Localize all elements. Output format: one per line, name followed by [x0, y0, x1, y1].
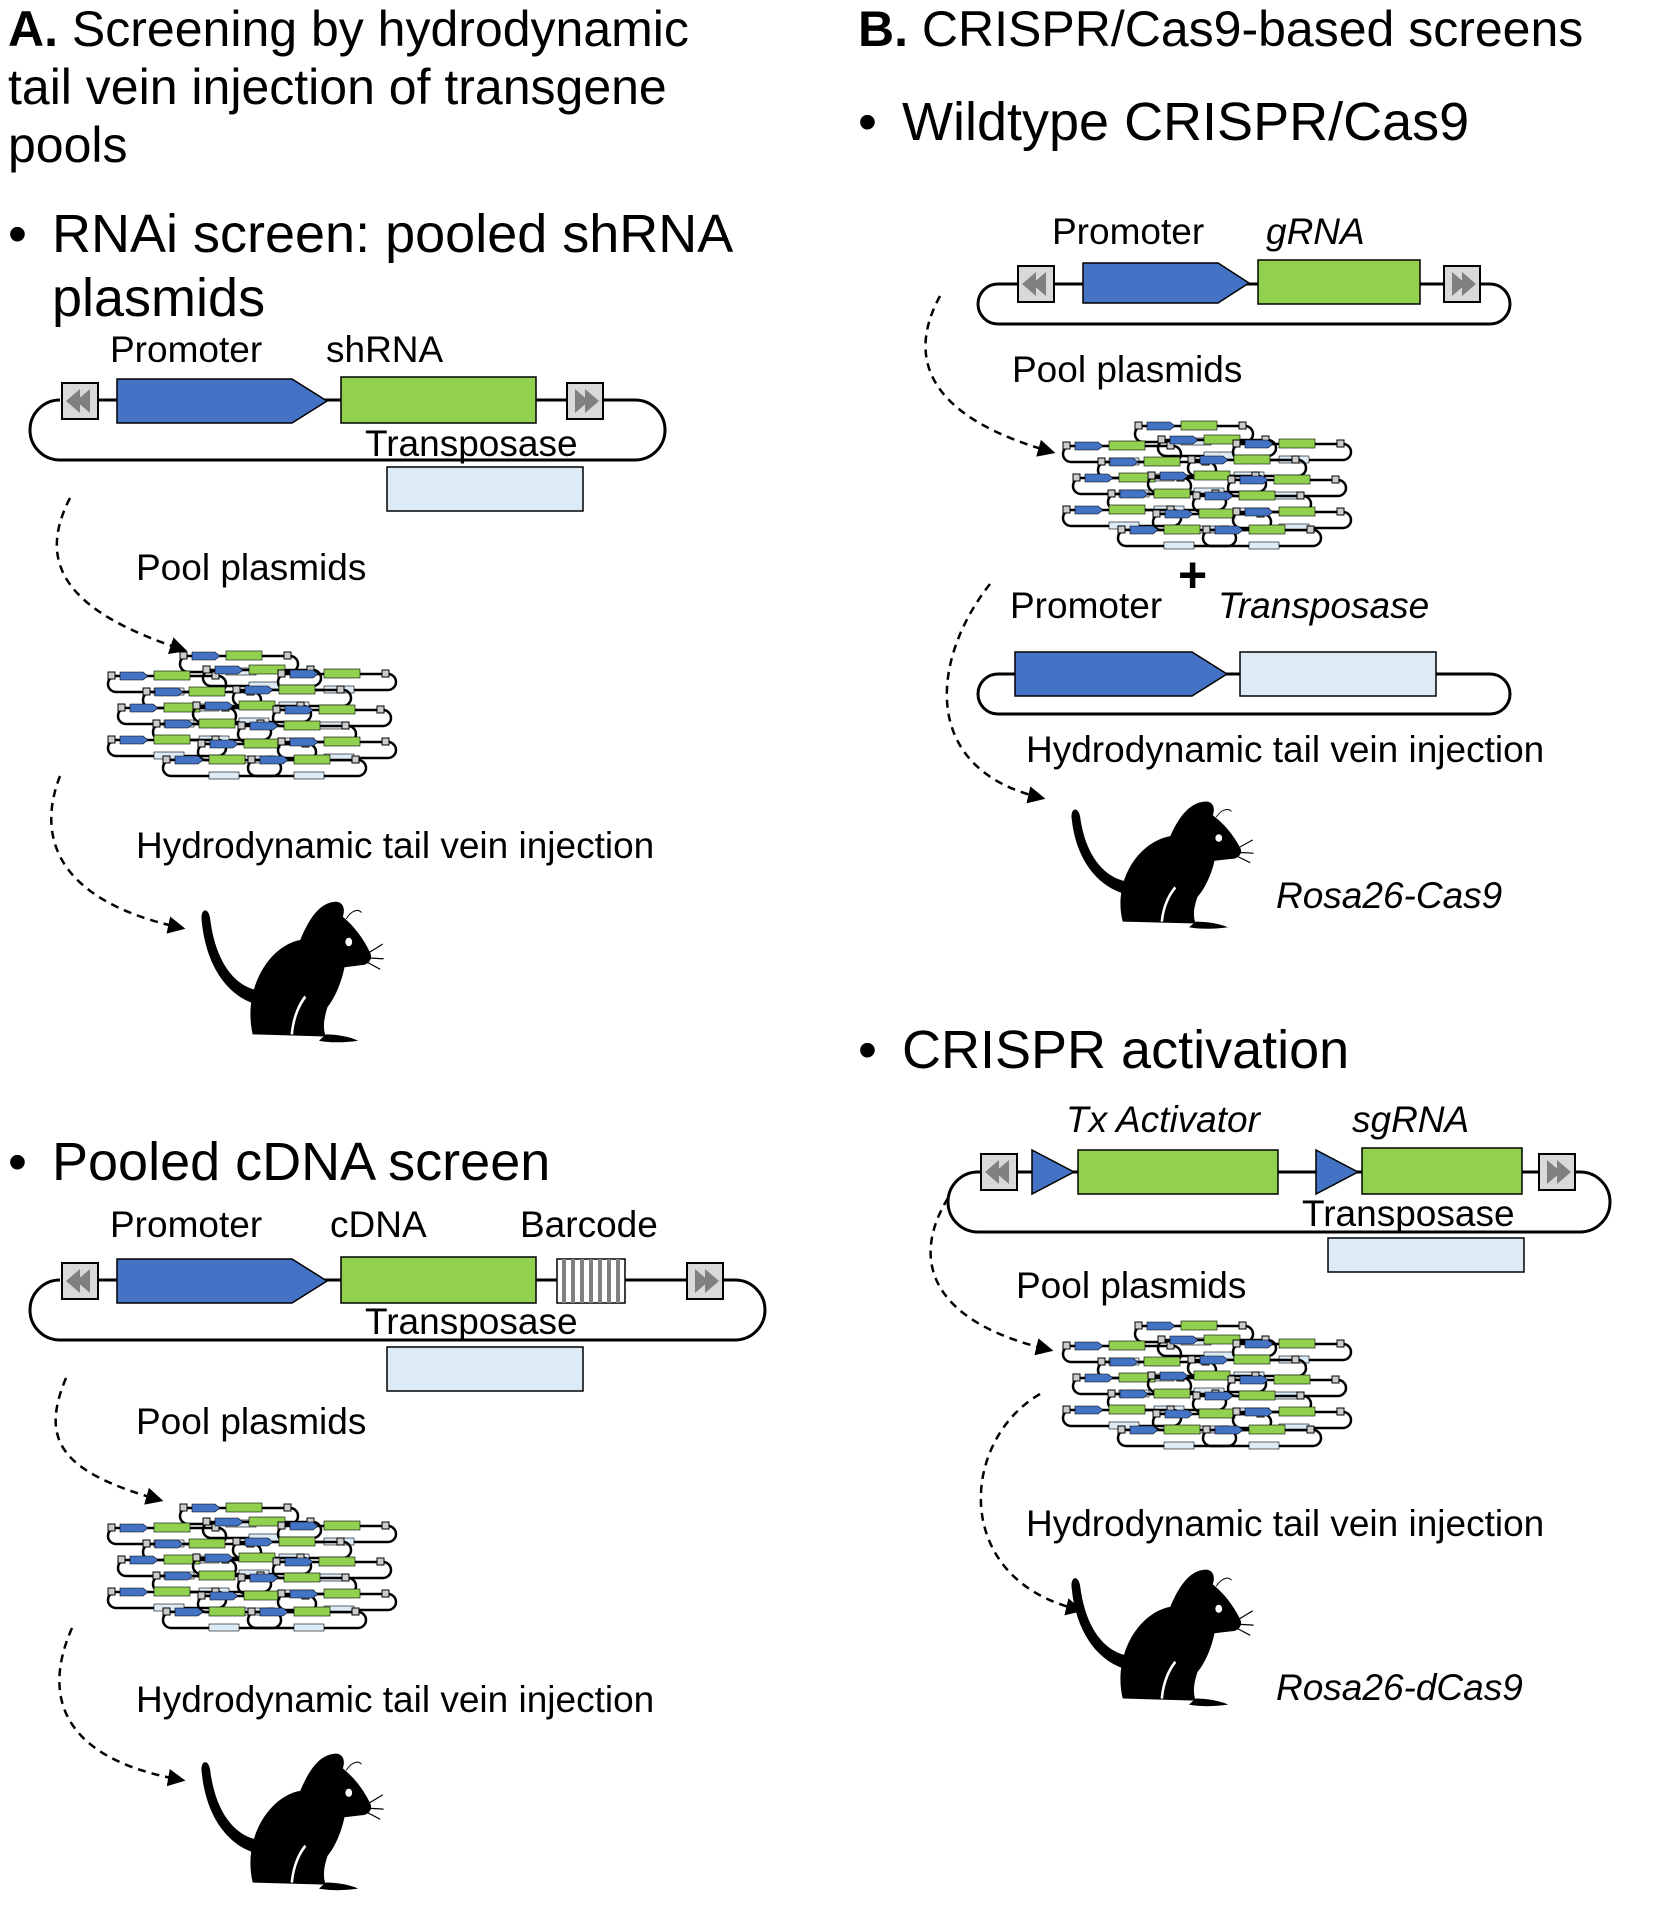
- cdna-barcode-label: Barcode: [520, 1204, 658, 1245]
- panel-a-letter: A.: [8, 1, 58, 57]
- wildtype-transposase-label: Transposase: [1218, 585, 1429, 626]
- transposase-box: [1239, 651, 1437, 697]
- activation-injection-label: Hydrodynamic tail vein injection: [1026, 1503, 1544, 1544]
- rnai-bullet: •: [8, 204, 27, 264]
- wildtype-plasmid: [976, 259, 1512, 326]
- cdna-promoter-label: Promoter: [110, 1204, 262, 1245]
- wildtype-grna-label: gRNA: [1266, 211, 1365, 252]
- rnai-transposase-label: Transposase: [365, 423, 578, 464]
- cdna-bullet: •: [8, 1132, 27, 1192]
- activation-heading: CRISPR activation: [902, 1020, 1349, 1080]
- wildtype-promoter-arrow: [1082, 262, 1251, 304]
- panel-a-title-line3: pools: [8, 117, 128, 173]
- panel-b-title: B. CRISPR/Cas9-based screens: [858, 1, 1583, 57]
- rnai-pool-label: Pool plasmids: [136, 547, 366, 588]
- wildtype-promoter2-label: Promoter: [1010, 585, 1162, 626]
- wildtype-itr-left-icon: [1017, 265, 1055, 303]
- cdna-itr-left-icon: [61, 1262, 99, 1300]
- wildtype-arrow-to-mouse: [945, 583, 1046, 804]
- wildtype-grna-box: [1257, 259, 1421, 305]
- rnai-heading: RNAi screen: pooled shRNA: [52, 204, 733, 264]
- rnai-mouse-icon: [199, 900, 386, 1044]
- activation-transposase-label: Transposase: [1302, 1193, 1515, 1234]
- sgrna-box: [1361, 1147, 1523, 1195]
- wildtype-bullet: •: [858, 92, 877, 152]
- cdna-promoter-arrow: [116, 1258, 329, 1304]
- activation-plasmid-pool-icon: [1063, 1321, 1351, 1449]
- rnai-shrna-box: [340, 376, 537, 424]
- activation-plasmid: [946, 1147, 1612, 1273]
- rnai-heading-line2: plasmids: [52, 268, 265, 328]
- wildtype-promoter-label: Promoter: [1052, 211, 1204, 252]
- transposase-promoter-arrow: [1014, 651, 1229, 697]
- activation-promoter2-arrow: [1315, 1148, 1360, 1196]
- wildtype-itr-right-icon: [1443, 265, 1481, 303]
- cdna-transposase-label: Transposase: [365, 1301, 578, 1342]
- wildtype-pool-label: Pool plasmids: [1012, 349, 1242, 390]
- rnai-transposase-box: [386, 466, 584, 512]
- transposase-plasmid: [976, 651, 1512, 716]
- activation-transposase-box: [1327, 1237, 1525, 1273]
- activation-bullet: •: [858, 1020, 877, 1080]
- itr-left-icon: [61, 382, 99, 420]
- activation-arrow-to-mouse: [979, 1392, 1084, 1616]
- activation-promoter1-arrow: [1031, 1148, 1076, 1196]
- cdna-heading: Pooled cDNA screen: [52, 1132, 550, 1192]
- activator-box: [1077, 1149, 1279, 1195]
- activator-label: Tx Activator: [1066, 1099, 1262, 1140]
- activation-pool-label: Pool plasmids: [1016, 1265, 1246, 1306]
- rnai-plasmid: [28, 376, 667, 512]
- cdna-arrow-to-pool: [54, 1377, 164, 1505]
- rnai-shrna-label: shRNA: [326, 329, 444, 370]
- wildtype-heading: Wildtype CRISPR/Cas9: [902, 92, 1469, 152]
- cdna-mouse-icon: [199, 1752, 386, 1892]
- panel-b-letter: B.: [858, 1, 908, 57]
- cdna-pool-label: Pool plasmids: [136, 1401, 366, 1442]
- wildtype-plasmid-pool-icon: [1063, 421, 1351, 549]
- cdna-insert-label: cDNA: [330, 1204, 427, 1245]
- wildtype-mouse-strain-label: Rosa26-Cas9: [1276, 875, 1502, 916]
- panel-a-title-text: Screening by hydrodynamic: [72, 1, 689, 57]
- rnai-promoter-arrow: [116, 378, 329, 424]
- activation-itr-left-icon: [980, 1153, 1018, 1191]
- wildtype-mouse-icon: [1070, 800, 1256, 931]
- sgrna-label: sgRNA: [1352, 1099, 1469, 1140]
- barcode-icon: [556, 1258, 626, 1304]
- panel-b-title-text: CRISPR/Cas9-based screens: [922, 1, 1583, 57]
- rnai-plasmid-pool-icon: [108, 651, 396, 779]
- rnai-promoter-label: Promoter: [110, 329, 262, 370]
- cdna-arrow-to-mouse: [58, 1627, 186, 1787]
- activation-mouse-icon: [1069, 1568, 1256, 1708]
- rnai-arrow-to-pool: [55, 497, 188, 655]
- rnai-arrow-to-mouse: [50, 775, 186, 934]
- rnai-injection-label: Hydrodynamic tail vein injection: [136, 825, 654, 866]
- plus-sign: +: [1178, 547, 1207, 603]
- cdna-plasmid: [28, 1256, 767, 1392]
- cdna-itr-right-icon: [686, 1262, 724, 1300]
- itr-right-icon: [566, 382, 604, 420]
- cdna-injection-label: Hydrodynamic tail vein injection: [136, 1679, 654, 1720]
- cdna-plasmid-pool-icon: [108, 1503, 396, 1631]
- cdna-transposase-box: [386, 1346, 584, 1392]
- panel-a-title-line2: tail vein injection of transgene: [8, 59, 667, 115]
- activation-mouse-strain-label: Rosa26-dCas9: [1276, 1667, 1523, 1708]
- wildtype-arrow-to-pool: [924, 295, 1056, 457]
- cdna-insert-box: [340, 1256, 537, 1304]
- activation-itr-right-icon: [1538, 1153, 1576, 1191]
- panel-a-title: A. Screening by hydrodynamic: [8, 1, 689, 57]
- wildtype-injection-label: Hydrodynamic tail vein injection: [1026, 729, 1544, 770]
